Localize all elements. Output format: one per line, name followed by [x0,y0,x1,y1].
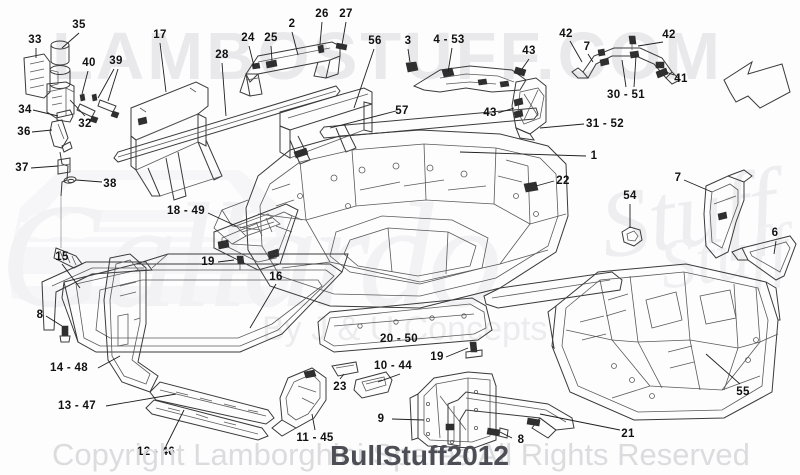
part-35-bushings [49,40,71,89]
part-31-52-bracket [511,77,547,141]
part-27-bolt [335,42,348,51]
part-8-bolt-left [59,325,71,343]
part-15-rail-outer [41,261,153,331]
part-10-44-bracket [353,371,393,399]
callout-c17: 17 [153,29,167,41]
callout-c56: 56 [368,35,382,47]
callout-c27: 27 [339,8,353,20]
callout-c13-47: 13 - 47 [58,400,96,412]
part-19-bolt-right [465,341,483,359]
callout-c43b: 43 [483,107,497,119]
callout-c22: 22 [556,175,570,187]
part-38-grommet [63,176,77,184]
callout-c25: 25 [264,32,278,44]
part-42-bolt-right [628,35,637,50]
callout-c6: 6 [771,227,779,239]
callout-c23: 23 [333,381,347,393]
callout-c15: 15 [55,251,69,263]
callout-c4-53: 4 - 53 [433,34,465,46]
part-33-bracket [23,53,59,99]
part-3-clip [405,61,419,73]
callout-c43a: 43 [522,45,536,57]
callout-c7b: 7 [674,172,682,184]
part-13-47-rocker [149,381,275,425]
part-21-brace [445,391,575,447]
callout-c31-52: 31 - 52 [586,118,624,130]
callout-c30-51: 30 - 51 [607,89,645,101]
part-20-50-sill-b [483,271,623,309]
part-18-49-panel [213,203,299,271]
part-34-clip [56,109,74,123]
callout-c18-49: 18 - 49 [167,205,205,217]
callout-c11-45: 11 - 45 [296,432,334,444]
callout-c26: 26 [315,8,329,20]
callout-c1: 1 [590,150,598,162]
part-28-strut-bar [113,85,341,163]
callout-c14-48: 14 - 48 [50,362,88,374]
callout-c9: 9 [377,413,385,425]
part-57-rail [319,107,539,139]
callout-c42a: 42 [559,28,573,40]
callout-c19b: 19 [430,351,444,363]
callout-c3: 3 [404,35,412,47]
part-54-nut [621,226,643,247]
part-6-triangular-bracket [731,235,797,281]
part-17-bulkhead [130,81,223,201]
part-4-53-panel [412,65,527,93]
part-30-51-arch [571,47,681,85]
callout-c54: 54 [623,190,637,202]
part-12-46-sill [145,399,269,441]
part-55-rear-subframe [547,263,781,421]
part-1-main-chassis [213,129,569,309]
callout-c32: 32 [78,118,92,130]
part-26-bolt [317,44,325,54]
part-22-clip [523,181,539,193]
callout-c7a: 7 [583,41,591,53]
callout-c42b: 42 [662,29,676,41]
part-8-bolt-right [486,427,509,439]
part-40-screws [79,93,98,102]
callout-c37: 37 [15,162,29,174]
part-14-48-b-pillar [103,253,159,393]
part-19-bolt-left [236,255,245,270]
callout-c28: 28 [215,49,229,61]
leader-lines [30,21,777,447]
callout-c40: 40 [82,57,96,69]
part-56-rear-shelf [279,87,373,165]
callout-c2: 2 [288,18,296,30]
callout-c24: 24 [241,32,255,44]
callout-c41: 41 [674,73,688,85]
part-41-clip [655,67,669,79]
callout-c19a: 19 [201,256,215,268]
part-37-rod [57,151,71,248]
callout-c34: 34 [18,104,32,116]
part-42-bolt-left [597,48,606,57]
part-36-lever [49,119,73,153]
callout-c57: 57 [395,105,409,117]
part-20-50-sill [317,297,493,353]
callout-c16: 16 [269,271,283,283]
callout-c8a: 8 [36,309,44,321]
callout-c35: 35 [72,19,86,31]
callout-c33: 33 [28,34,42,46]
part-2-roll-bar [239,41,341,97]
callout-c38: 38 [103,178,117,190]
callout-c55: 55 [736,386,750,398]
part-9-gusset [409,371,497,449]
part-7-pillar-right [703,169,753,259]
callout-c21: 21 [621,428,635,440]
callout-c8b: 8 [517,434,525,446]
callout-c36: 36 [17,126,31,138]
part-11-45-support [271,367,327,437]
part-16-floor-panel [61,253,349,353]
part-43-bolt-upper [513,66,527,77]
part-23-plate [331,361,359,377]
callout-c39: 39 [109,55,123,67]
callout-c12-46: 12 - 46 [137,446,175,458]
callout-c20-50: 20 - 50 [380,333,418,345]
part-zigzag-plate [723,60,791,109]
callout-c10-44: 10 - 44 [374,360,412,372]
